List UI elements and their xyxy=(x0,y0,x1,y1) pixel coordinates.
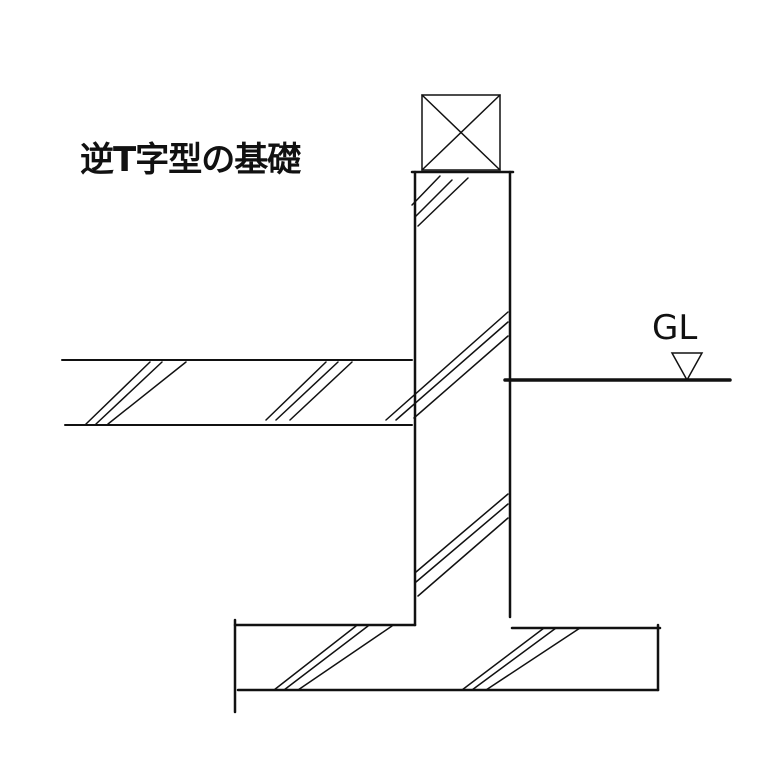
ground-line xyxy=(503,352,732,382)
wall xyxy=(410,170,515,627)
hatching xyxy=(85,175,581,691)
gl-label: GL xyxy=(652,308,698,348)
floor-slab xyxy=(61,359,413,426)
post-box xyxy=(421,94,501,171)
diagram-title: 逆T字型の基礎 xyxy=(80,140,301,180)
footing xyxy=(233,618,662,714)
